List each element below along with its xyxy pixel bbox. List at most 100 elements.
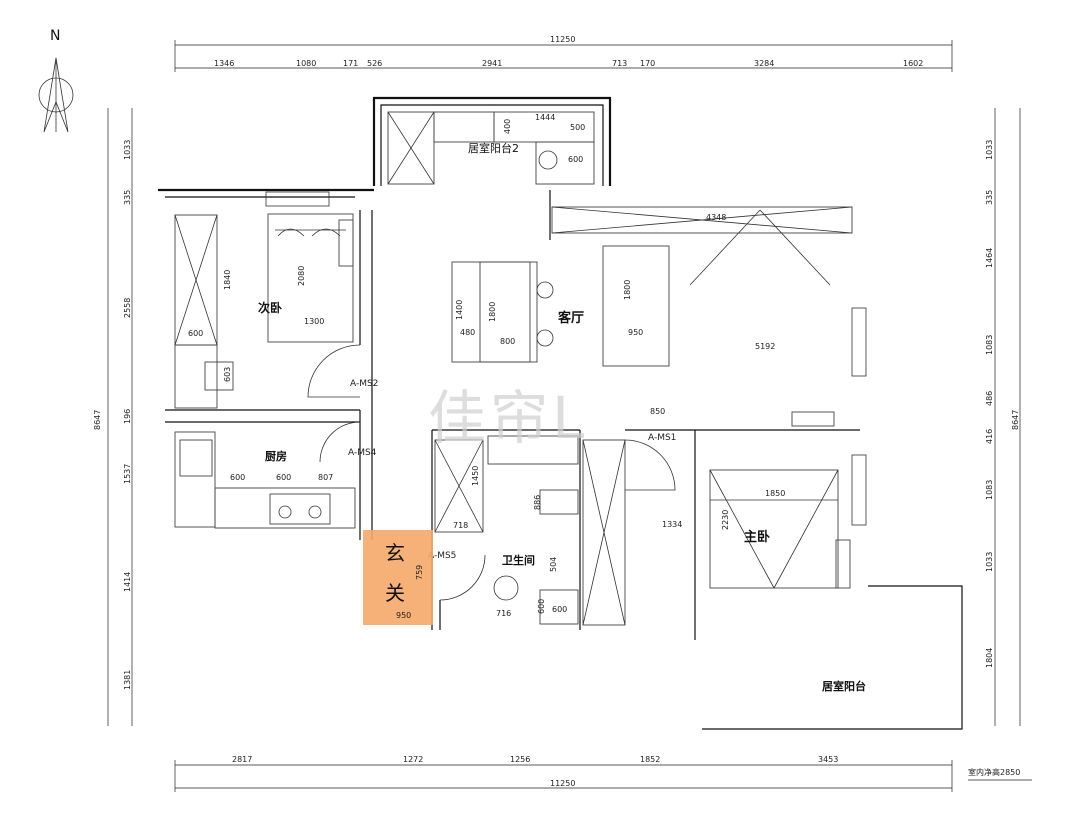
door-label-ms4: A-MS4 [348, 448, 377, 458]
room-label-entry-1: 玄 [385, 541, 405, 565]
room-label-second-bedroom: 次卧 [258, 300, 282, 315]
top-dim-1: 1346 [214, 59, 234, 68]
bath-886-dim: 886 [533, 495, 542, 510]
entry-highlight: 玄 关 759 950 [363, 530, 433, 625]
right-dim-6: 416 [985, 429, 994, 444]
master-2230-dim: 2230 [721, 510, 730, 530]
right-dim-1: 1033 [985, 140, 994, 160]
bottom-dim-2: 1272 [403, 755, 423, 764]
bathroom-furniture: 1450 718 886 504 716 600 600 卫生间 [434, 435, 626, 626]
living-room-furniture: 4348 1800 1400 1800 480 800 950 5192 850… [451, 206, 853, 427]
right-dim-2: 335 [985, 190, 994, 205]
interior-walls [165, 190, 860, 640]
room-label-master: 主卧 [744, 529, 770, 545]
balcony2-width-dim: 1444 [535, 113, 555, 122]
bath-600b-dim: 600 [552, 605, 567, 614]
ceiling-height-note: 室内净高2850 [968, 767, 1020, 777]
left-dim-3: 2558 [123, 298, 132, 318]
bed2-603-dim: 603 [223, 367, 232, 382]
living-1400-dim: 1400 [455, 300, 464, 320]
top-total-dim: 11250 [550, 35, 575, 44]
left-dimensions: 8647 1033 335 2558 196 1537 1414 1381 [93, 108, 133, 726]
bottom-dim-1: 2817 [232, 755, 252, 764]
bath-718-dim: 718 [453, 521, 468, 530]
living-950-dim: 950 [628, 328, 643, 337]
top-dim-7: 170 [640, 59, 655, 68]
bottom-dim-3: 1256 [510, 755, 530, 764]
top-dimensions: 11250 1346 1080 171 526 2941 713 170 328… [174, 35, 953, 72]
master-1850-dim: 1850 [765, 489, 785, 498]
door-label-ms1: A-MS1 [648, 433, 676, 443]
right-dim-7: 1083 [985, 480, 994, 500]
room-label-entry-2: 关 [385, 581, 405, 605]
bath-600a-dim: 600 [537, 599, 546, 614]
right-dim-9: 1804 [985, 648, 994, 668]
living-800-dim: 800 [500, 337, 515, 346]
bed2-2080-dim: 2080 [297, 266, 306, 286]
bottom-total-dim: 11250 [550, 779, 575, 788]
living-5192-dim: 5192 [755, 342, 775, 351]
door-label-ms5: A-MS5 [428, 551, 456, 561]
right-dim-5: 486 [985, 391, 994, 406]
bottom-dim-5: 3453 [818, 755, 838, 764]
right-dim-4: 1083 [985, 335, 994, 355]
balcony-area: 居室阳台 [822, 679, 866, 693]
left-dim-6: 1414 [123, 572, 132, 592]
compass-icon: N [38, 28, 74, 133]
right-total-dim: 8647 [1011, 410, 1020, 430]
kitchen-807-dim: 807 [318, 473, 333, 482]
top-dim-5: 2941 [482, 59, 502, 68]
top-dim-4: 526 [367, 59, 382, 68]
master-bedroom-furniture: 1850 2230 1334 主卧 [662, 469, 851, 589]
living-480-dim: 480 [460, 328, 475, 337]
top-dim-8: 3284 [754, 59, 774, 68]
living-1800-dim: 1800 [623, 280, 632, 300]
left-dim-7: 1381 [123, 670, 132, 690]
top-dim-3: 171 [343, 59, 358, 68]
bed2-600-dim: 600 [188, 329, 203, 338]
left-dim-4: 196 [123, 409, 132, 424]
right-dimensions: 8647 1033 335 1464 1083 486 416 1083 103… [985, 108, 1021, 726]
left-dim-5: 1537 [123, 464, 132, 484]
right-dim-3: 1464 [985, 248, 994, 268]
kitchen-600a-dim: 600 [230, 473, 245, 482]
living-1800b-dim: 1800 [488, 302, 497, 322]
top-dim-9: 1602 [903, 59, 923, 68]
left-dim-2: 335 [123, 190, 132, 205]
balcony2-600-dim: 600 [568, 155, 583, 164]
door-labels: A-MS2 A-MS4 A-MS5 A-MS1 [348, 379, 676, 561]
room-label-bathroom: 卫生间 [502, 553, 535, 567]
top-dim-2: 1080 [296, 59, 316, 68]
bed2-1300-dim: 1300 [304, 317, 324, 326]
bed2-1840-dim: 1840 [223, 270, 232, 290]
hall-1334-dim: 1334 [662, 520, 682, 529]
living-top-dim: 4348 [706, 213, 726, 222]
balcony2-furniture: 1444 400 500 600 居室阳台2 [387, 111, 595, 185]
kitchen-furniture: 厨房 600 600 807 [174, 431, 356, 529]
top-dim-6: 713 [612, 59, 627, 68]
left-total-dim: 8647 [93, 410, 102, 430]
room-label-kitchen: 厨房 [265, 449, 287, 463]
balcony2-400-dim: 400 [503, 119, 512, 134]
left-dim-1: 1033 [123, 140, 132, 160]
room-label-living: 客厅 [558, 310, 584, 326]
living-850-dim: 850 [650, 407, 665, 416]
compass-north-label: N [50, 28, 60, 44]
balcony2-500-dim: 500 [570, 123, 585, 132]
bottom-dim-4: 1852 [640, 755, 660, 764]
entry-950-dim: 950 [396, 611, 411, 620]
entry-759-dim: 759 [415, 565, 424, 580]
second-bedroom-furniture: 次卧 1840 2080 1300 600 603 [174, 213, 354, 409]
room-label-balcony2: 居室阳台2 [468, 141, 519, 155]
bottom-dimensions: 2817 1272 1256 1852 3453 11250 室内净高2850 [174, 755, 1032, 792]
door-label-ms2: A-MS2 [350, 379, 378, 389]
watermark-text: 佳帘L [428, 384, 588, 452]
bath-1450-dim: 1450 [471, 466, 480, 486]
outer-walls [158, 96, 963, 730]
bath-504-dim: 504 [549, 557, 558, 572]
right-dim-8: 1033 [985, 552, 994, 572]
room-label-balcony: 居室阳台 [822, 679, 866, 693]
bath-716-dim: 716 [496, 609, 511, 618]
kitchen-600b-dim: 600 [276, 473, 291, 482]
